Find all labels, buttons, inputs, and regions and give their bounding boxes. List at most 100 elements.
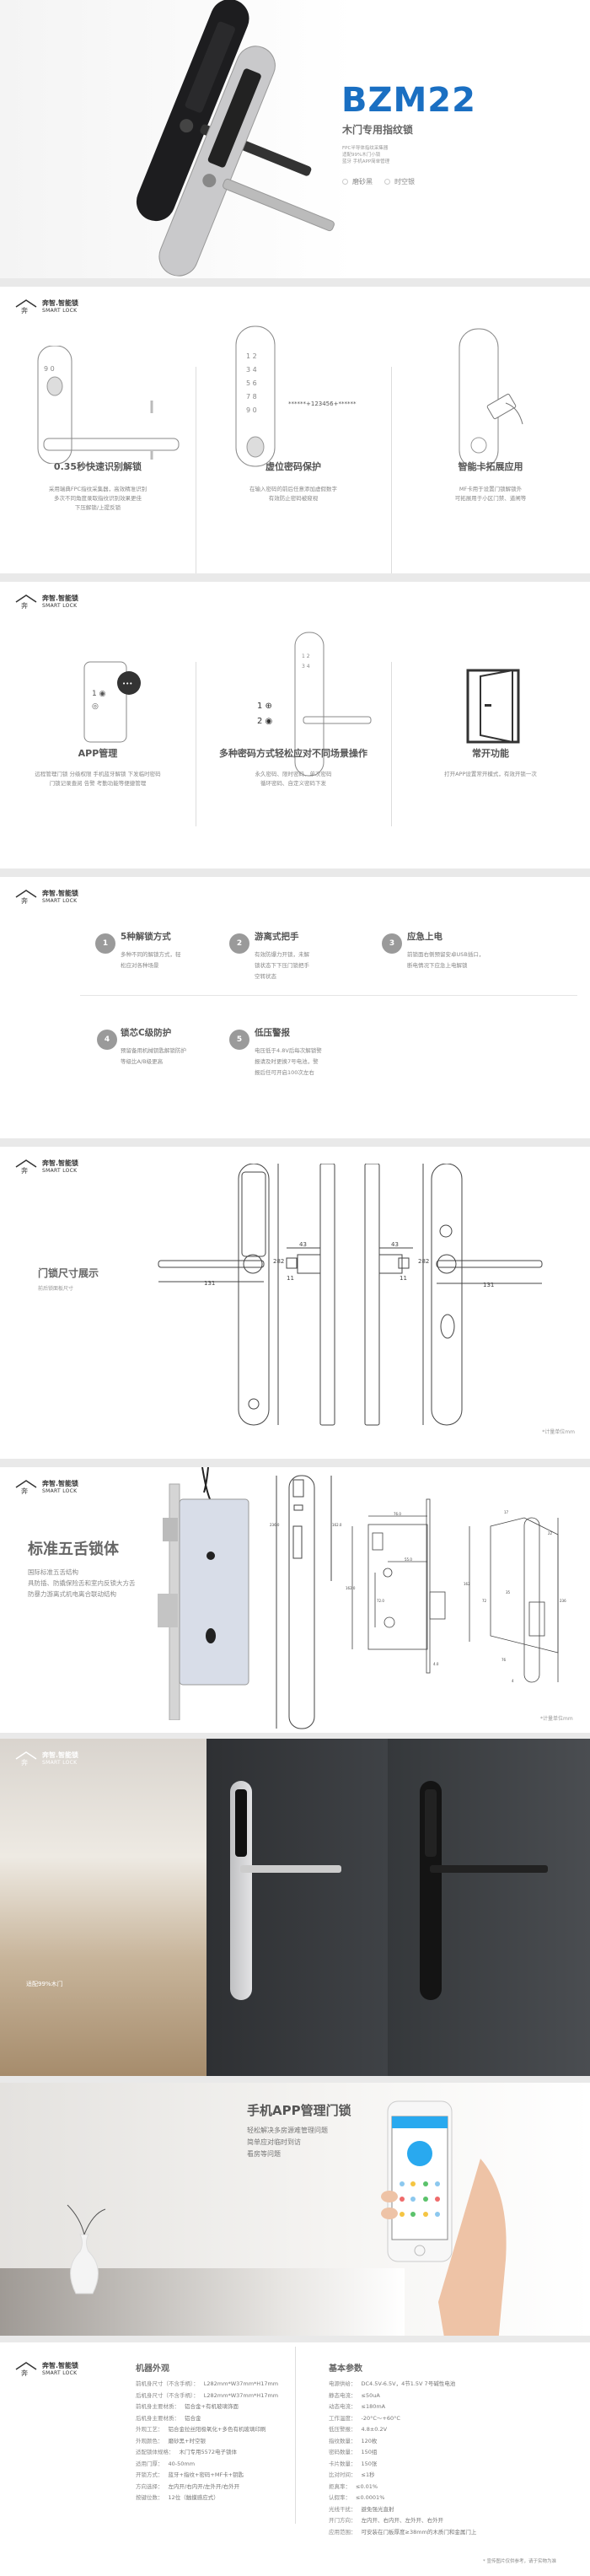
spec-row: 比对时间：≤1秒 [329, 2470, 476, 2482]
feature-item: 常开功能打开APP设置常开模式，有效开锁一次 [391, 746, 590, 779]
door-photo-black [388, 1739, 590, 2076]
feature-desc: 下压解锁/上提反锁 [74, 504, 121, 511]
spec-key: 密码数量： [329, 2449, 357, 2455]
feature-desc: 打开APP设置常开模式，有效开锁一次 [444, 771, 537, 777]
fingerprint-unlock-illustration: 9 0 [37, 346, 180, 464]
brand-name-cn: 奔智.智能锁 [42, 594, 79, 602]
spec-key: 认假率： [329, 2494, 351, 2501]
brand-name-en: SMART LOCK [42, 603, 78, 609]
hero-bullet: 适配99%木门小锁 [342, 153, 381, 158]
product-subtitle: 木门专用指纹锁 [342, 124, 414, 136]
highlight-desc: 有效防爆力开锁，未解 [255, 951, 309, 958]
specs-title: 机器外观 [136, 2364, 169, 2374]
highlight-desc: 报请及时更换7号电池，警 [255, 1058, 319, 1065]
spec-key: 前机身主要材质： [136, 2403, 180, 2410]
app-section: 手机APP管理门锁 轻松解决多房源难管理问题 简单应对临时到访 看房等问题 [0, 2083, 590, 2336]
divider [80, 995, 577, 996]
highlight-desc: 多种不同的解锁方式，轻 [121, 951, 181, 958]
spec-key: 开锁方式： [136, 2471, 164, 2478]
spec-row: 密码数量： 150组 [329, 2447, 476, 2459]
dim-label: 236.0 [270, 1523, 280, 1527]
number-badge: 4 [97, 1030, 117, 1050]
spec-key: 比对时间： [329, 2471, 357, 2478]
dim-label-handle: 131 [204, 1280, 215, 1287]
feature-item: 多种密码方式轻松应对不同场景操作永久密码、限时密码、单次密码循环密码、自定义密码… [196, 746, 391, 788]
dim-label: 35 [506, 1590, 511, 1595]
feature-desc: 循环密码、自定义密码下发 [260, 780, 326, 787]
house-logo-icon: 奔 [15, 2362, 37, 2377]
spec-value: 铝合金拉丝阳极氧化+多色有机玻璃印刷 [168, 2426, 266, 2433]
brand-name-en: SMART LOCK [42, 1168, 78, 1174]
color-option-silver[interactable]: 时空银 [384, 177, 415, 186]
color-option-black[interactable]: 磨砂黑 [342, 177, 373, 186]
color-label: 时空银 [394, 178, 415, 186]
dim-label: 4.0 [433, 1662, 439, 1666]
number-badge: 5 [229, 1030, 249, 1050]
spec-row: 开锁方式：蓝牙+指纹+密码+MF卡+钥匙 [136, 2470, 278, 2482]
dimension-drawing: 131 282 43 11 43 11 282 131 [158, 1164, 543, 1426]
svg-text:1 2: 1 2 [246, 352, 257, 360]
dim-label: 76 [502, 1658, 507, 1662]
spec-row: 光线干扰： 避免强光直射 [329, 2504, 476, 2516]
house-logo-icon: 奔 [15, 1480, 37, 1495]
highlight-desc: 空转状态 [255, 973, 276, 980]
floor [0, 2268, 405, 2336]
spec-value: 150张 [361, 2460, 378, 2467]
dim-label-spindle: 11 [287, 1275, 294, 1282]
lockbody-title: 标准五舌锁体 [28, 1541, 119, 1558]
spec-row: 后机身尺寸（不含手柄）：L282mm*W37mm*H17mm [136, 2390, 278, 2402]
spec-row: 应用范围：可安装在门板厚度≥38mm的木质门和金属门上 [329, 2527, 476, 2539]
feature-item: 0.35秒快速识别解锁采用瑞典FPC指纹采集器，高效精准识别多次不同角度录取指纹… [0, 460, 196, 513]
app-desc: 轻松解决多房源难管理问题 [247, 2127, 328, 2134]
dim-label: 162.0 [332, 1523, 342, 1527]
feature-desc: 远程管理门锁 分级权限 手机蓝牙解锁 下发临时密码 [35, 771, 161, 777]
dim-label: 4 [512, 1679, 514, 1683]
brand-name-en: SMART LOCK [42, 308, 78, 314]
dimensions-subtitle: 前后锁面板尺寸 [38, 1286, 74, 1292]
spec-key: 外观颜色： [136, 2437, 164, 2444]
number-badge: 3 [382, 933, 402, 954]
house-logo-icon: 奔 [15, 594, 37, 610]
hero-bullet: 蓝牙 手机APP简单管理 [342, 159, 390, 164]
feature-desc: 可拓展用于小区门禁、道闸等 [454, 495, 527, 502]
spec-key: 应用范围： [329, 2528, 357, 2536]
spec-value: 避免强光直射 [361, 2505, 394, 2513]
app-desc: 简单应对临时到访 [247, 2138, 301, 2146]
spec-value: 12位（触摸感应式） [168, 2494, 219, 2501]
feature-title: 多种密码方式轻松应对不同场景操作 [219, 748, 367, 759]
spec-row: 低压警报：4.8±0.2V [329, 2424, 476, 2436]
spec-value: DC4.5V-6.5V，4节1.5V 7号碱性电池 [361, 2380, 456, 2387]
spec-value: 4.8±0.2V [361, 2426, 388, 2433]
spec-row: 后机身主要材质：铝合金 [136, 2413, 278, 2425]
svg-text:奔: 奔 [21, 2369, 28, 2377]
spec-row: 卡片数量：150张 [329, 2459, 476, 2471]
feature-title: 0.35秒快速识别解锁 [53, 461, 142, 472]
svg-text:◎: ◎ [92, 702, 99, 711]
spec-key: 电源供给： [329, 2380, 357, 2387]
brand-name-en: SMART LOCK [42, 2370, 78, 2376]
spec-key: 前机身尺寸（不含手柄）： [136, 2380, 199, 2387]
spec-key: 光线干扰： [329, 2505, 357, 2513]
spec-key: 方向选择： [136, 2482, 164, 2490]
room-photo [0, 1739, 206, 2076]
dim-label: 76.0 [394, 1512, 401, 1516]
spec-value: 左内开/右内开/左外开/右外开 [168, 2482, 240, 2490]
svg-text:1 2: 1 2 [302, 653, 310, 659]
highlight-title: 低压警报 [255, 1028, 290, 1038]
spec-value: 150组 [361, 2449, 378, 2455]
spec-value: ≤180mA [361, 2403, 386, 2410]
mortise-lock-photo [158, 1467, 249, 1720]
password-lock-illustration: 1 23 4 1 ⊕2 ◉ [257, 632, 372, 777]
spec-value: 铝合金+有机玻璃饰面 [185, 2403, 239, 2410]
svg-text:奔: 奔 [21, 1758, 28, 1767]
spec-row: 适用门厚：40-50mm [136, 2459, 278, 2471]
dim-label: 55.0 [405, 1557, 412, 1562]
